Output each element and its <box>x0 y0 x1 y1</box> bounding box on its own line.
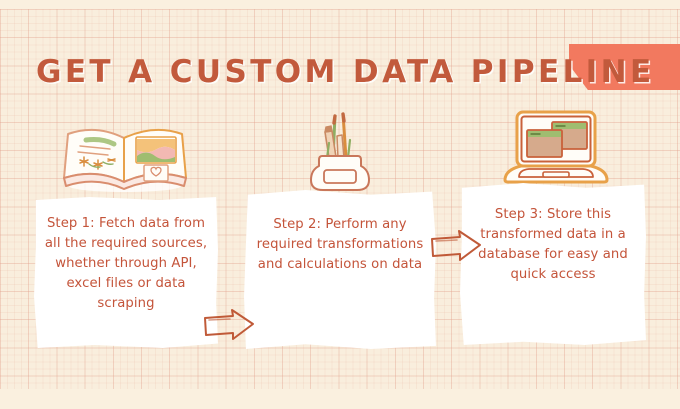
arrow-step2-to-step3-icon <box>430 229 482 263</box>
arrow-step1-to-step2-icon <box>203 308 255 342</box>
step-card-2-text: Step 2: Perform any required transformat… <box>256 217 424 272</box>
open-book-icon <box>58 116 192 194</box>
step-card-3: Step 3: Store this transformed data in a… <box>460 183 646 345</box>
step-card-1-text: Step 1: Fetch data from all the required… <box>44 216 208 311</box>
step-card-2: Step 2: Perform any required transformat… <box>244 190 436 349</box>
pencil-jar-icon <box>303 110 377 194</box>
step-card-1: Step 1: Fetch data from all the required… <box>34 197 218 348</box>
laptop-icon <box>497 108 615 188</box>
ribbon-banner <box>569 44 680 90</box>
step-card-3-text: Step 3: Store this transformed data in a… <box>478 207 628 282</box>
page-title: GET A CUSTOM DATA PIPELINE <box>36 54 655 90</box>
